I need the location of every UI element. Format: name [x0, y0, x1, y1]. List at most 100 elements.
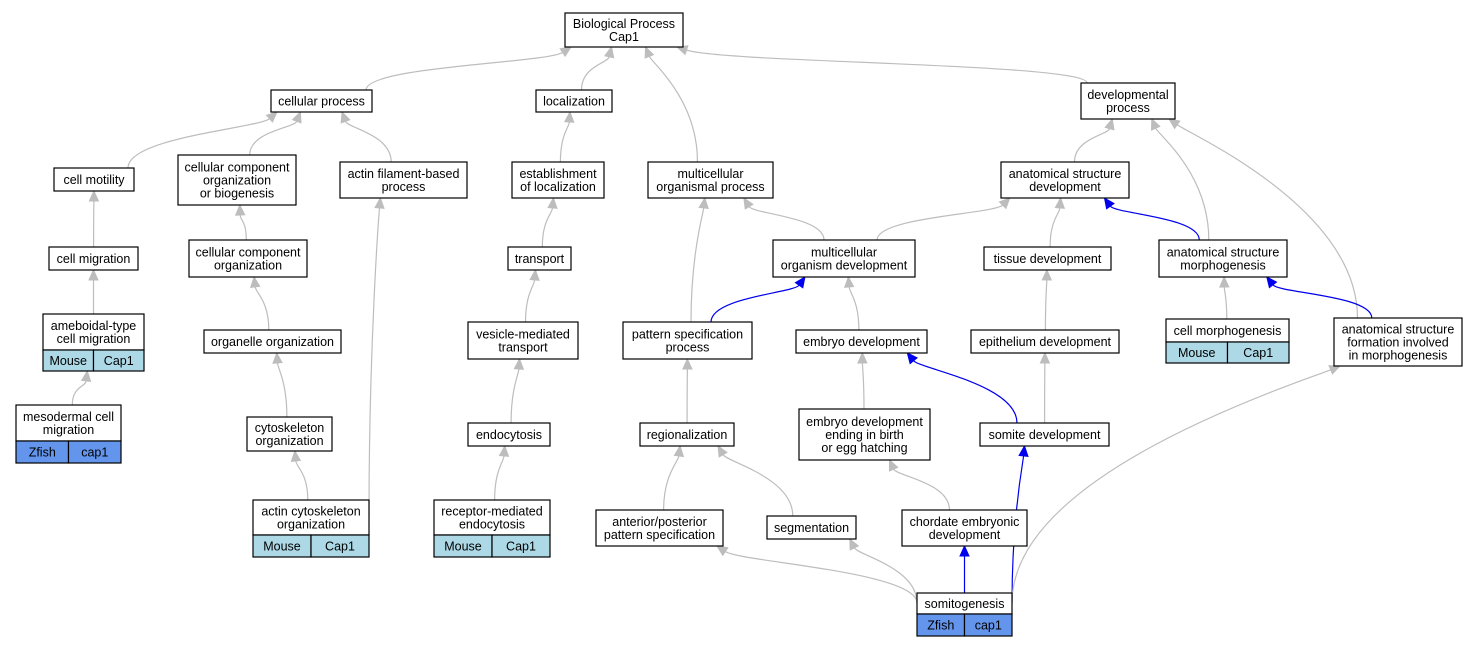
edge-arrowhead: [513, 357, 525, 370]
node-label-line: anatomical structure: [1342, 323, 1455, 337]
edge-arrowhead: [673, 444, 685, 458]
node-label-line: morphogenesis: [1180, 259, 1265, 273]
edge-cell_migration-to-cell_motility: [88, 189, 100, 248]
node-box: [53, 167, 135, 192]
species-badge: Zfish: [916, 613, 966, 637]
node-cell-migration[interactable]: cell migration: [48, 246, 139, 271]
edge-line: [1049, 207, 1061, 248]
gene-badge: cap1: [67, 440, 122, 464]
node-endocytosis[interactable]: endocytosis: [467, 422, 551, 447]
species-badge: Mouse: [42, 349, 95, 372]
edge-line: [295, 460, 309, 501]
edge-line: [1044, 279, 1048, 331]
badge-label: Mouse: [444, 540, 482, 554]
edge-arrowhead: [272, 351, 283, 364]
node-segmentation[interactable]: segmentation: [766, 515, 857, 540]
node-somite-dev[interactable]: somite development: [979, 422, 1110, 447]
node-box: [270, 89, 373, 113]
node-label-line: of localization: [520, 180, 596, 194]
edge-line: [1073, 128, 1111, 163]
node-label-line: chordate embryonic: [910, 515, 1020, 529]
node-somitogenesis[interactable]: somitogenesis: [916, 592, 1013, 615]
node-cellular-process[interactable]: cellular process: [270, 89, 373, 113]
edge-line: [365, 51, 563, 91]
edge-line: [724, 550, 918, 604]
edge-arrowhead: [843, 275, 855, 288]
node-organelle-org[interactable]: organelle organization: [203, 329, 342, 354]
edge-arrowhead: [698, 196, 709, 209]
node-box: [511, 161, 605, 199]
edge-epithelium_dev-to-tissue_dev: [1041, 268, 1053, 331]
gene-badge: Cap1: [491, 534, 551, 558]
node-label-line: formation involved: [1347, 336, 1448, 350]
badge-box: [1226, 341, 1290, 364]
node-box: [1158, 239, 1288, 278]
edge-arrowhead: [1103, 197, 1115, 210]
node-label-line: organismal process: [656, 180, 764, 194]
edge-endocytosis-to-vesicle: [510, 357, 525, 424]
edge-ameboidal-to-cell_migration: [88, 268, 99, 315]
edge-chordate-to-embryo_birth: [889, 458, 951, 511]
edge-line: [710, 284, 800, 323]
edge-arrowhead: [1018, 444, 1029, 457]
node-epithelium-dev[interactable]: epithelium development: [970, 329, 1120, 354]
edge-asd-to-developmental_process: [1073, 117, 1115, 163]
node-box: [507, 246, 572, 271]
edge-arrowhead: [265, 111, 278, 123]
node-label-line: cellular component: [185, 161, 290, 175]
node-transport[interactable]: transport: [507, 246, 572, 271]
edge-arrowhead: [234, 203, 246, 216]
edge-asf-to-developmental_process: [1167, 118, 1359, 319]
edge-line: [239, 214, 247, 241]
node-label-line: cell morphogenesis: [1174, 324, 1282, 338]
edge-arrowhead: [715, 545, 729, 557]
edge-vesicle-to-transport: [524, 268, 540, 323]
node-label-line: embryo development: [806, 415, 923, 429]
edge-arrowhead: [857, 351, 868, 364]
node-embryo-dev[interactable]: embryo development: [795, 329, 928, 354]
edge-arrowhead: [559, 46, 573, 58]
edges-layer: [71, 45, 1373, 604]
edge-line: [524, 279, 536, 323]
node-localization[interactable]: localization: [535, 89, 613, 113]
edge-somitogenesis-to-ap_pattern: [715, 545, 918, 604]
badge-box: [491, 534, 551, 558]
edge-arrowhead: [547, 196, 558, 209]
badge-label: cap1: [975, 619, 1002, 633]
node-cell-morph[interactable]: cell morphogenesis: [1165, 318, 1290, 343]
node-label-line: mesodermal cell: [23, 410, 114, 424]
edge-segmentation-to-regionalization: [717, 444, 794, 517]
node-label-line: organization: [277, 518, 345, 532]
gene-badge: Cap1: [310, 534, 370, 558]
node-label-line: organism development: [781, 259, 908, 273]
edge-arrowhead: [604, 45, 615, 59]
edge-line: [853, 547, 918, 604]
node-box: [1000, 161, 1130, 199]
node-cell-motility[interactable]: cell motility: [53, 167, 135, 192]
node-label-line: endocytosis: [476, 428, 542, 442]
node-regionalization[interactable]: regionalization: [639, 422, 735, 447]
node-tissue-dev[interactable]: tissue development: [983, 246, 1112, 271]
